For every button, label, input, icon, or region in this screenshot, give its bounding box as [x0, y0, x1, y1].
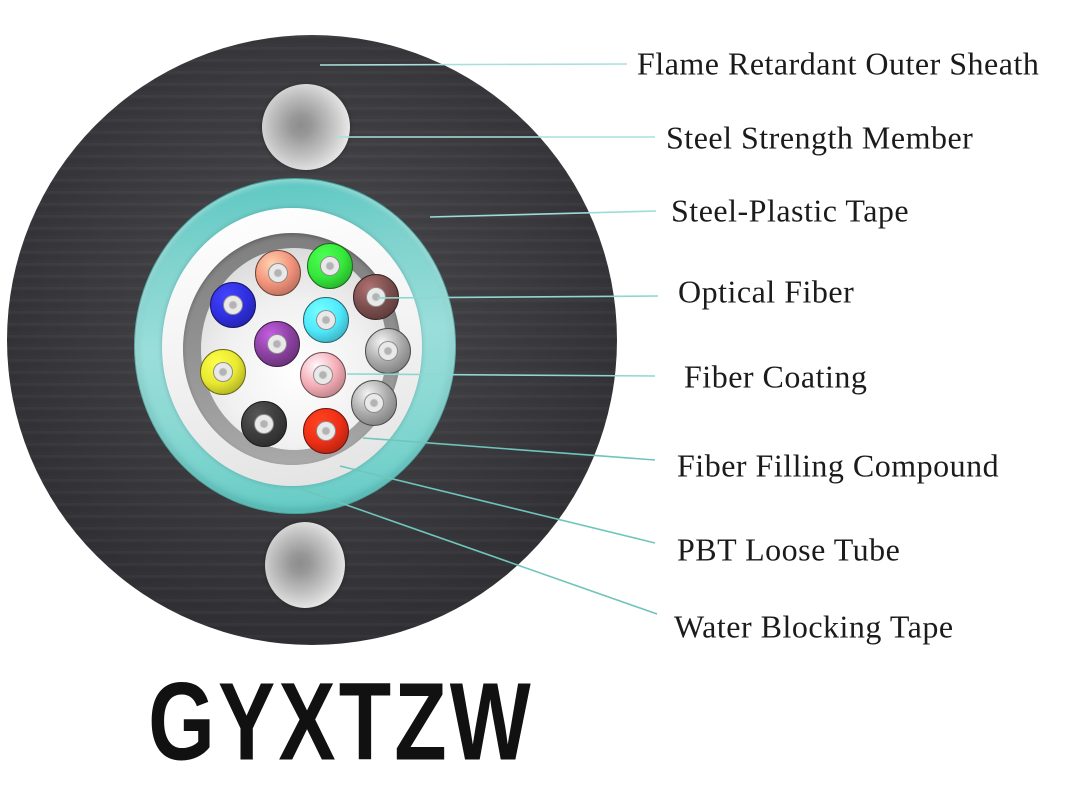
optical-fiber-gray [351, 380, 397, 426]
fiber-core-coating [378, 341, 398, 361]
optical-fiber-cyan [303, 297, 349, 343]
steel-strength-member-bottom [265, 522, 345, 608]
optical-fiber-green [307, 243, 353, 289]
optical-fiber-pink [300, 352, 346, 398]
fiber-core-coating [268, 263, 288, 283]
fiber-core-coating [223, 295, 243, 315]
leader-line-flame-retardant-outer-sheath [319, 63, 628, 66]
steel-strength-member-top [262, 84, 350, 170]
optical-fiber-yellow [200, 349, 246, 395]
fiber-core-coating [316, 421, 336, 441]
fiber-core-coating [320, 256, 340, 276]
leader-line-optical-fiber [376, 295, 659, 299]
leader-line-steel-plastic-tape [429, 210, 657, 218]
leader-line-fiber-coating [346, 373, 656, 377]
label-fiber-coating: Fiber Coating [684, 358, 868, 395]
optical-fiber-salmon [255, 250, 301, 296]
optical-fiber-blue [210, 282, 256, 328]
fiber-core-coating [316, 310, 336, 330]
fiber-core-coating [267, 334, 287, 354]
optical-fiber-red [303, 408, 349, 454]
optical-fiber-brown [353, 274, 399, 320]
optical-fiber-black [241, 401, 287, 447]
leader-line-fiber-filling-compound [362, 437, 656, 461]
fiber-core-coating [366, 287, 386, 307]
fiber-core-coating [313, 365, 333, 385]
leader-line-pbt-loose-tube [339, 465, 656, 544]
optical-fiber-purple [254, 321, 300, 367]
label-water-blocking-tape: Water Blocking Tape [674, 608, 954, 645]
label-steel-plastic-tape: Steel-Plastic Tape [671, 192, 910, 229]
label-steel-strength-member: Steel Strength Member [666, 119, 974, 156]
fiber-core-coating [364, 393, 384, 413]
cable-model-title: GYXTZW [148, 660, 534, 784]
label-flame-retardant-outer-sheath: Flame Retardant Outer Sheath [637, 45, 1040, 82]
fiber-core-coating [254, 414, 274, 434]
label-pbt-loose-tube: PBT Loose Tube [677, 531, 901, 568]
label-fiber-filling-compound: Fiber Filling Compound [677, 447, 1000, 484]
optical-fiber-gray [365, 328, 411, 374]
label-optical-fiber: Optical Fiber [678, 273, 855, 310]
leader-line-water-blocking-tape [300, 488, 658, 615]
fiber-core-coating [213, 362, 233, 382]
